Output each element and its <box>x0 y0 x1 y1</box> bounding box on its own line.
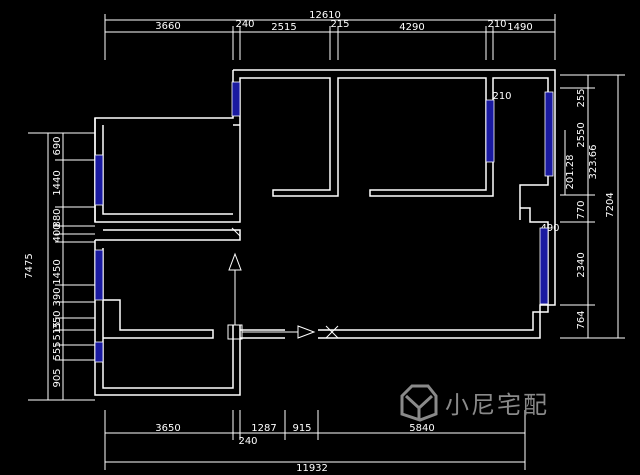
left-dim-segment: 880 <box>52 208 63 227</box>
top-dim-segment: 3660 <box>155 21 180 32</box>
left-dim-segment: 1440 <box>52 170 63 195</box>
left-dim-segment: 905 <box>52 368 63 387</box>
bottom-dimension-chain <box>104 410 526 470</box>
interior-dimension: 210 <box>492 91 511 102</box>
top-dimension-chain <box>104 14 556 60</box>
right-dim-segment: 2340 <box>576 252 587 277</box>
left-dim-segment: 555 <box>52 341 63 360</box>
window-right-inner <box>485 99 495 163</box>
right-dim-segment: 255 <box>576 88 587 107</box>
bottom-dim-segment: 915 <box>292 423 311 434</box>
left-dim-segment: 690 <box>52 136 63 155</box>
top-dim-segment: 210 <box>487 19 506 30</box>
window-left-middle <box>94 249 104 301</box>
right-dim-segment: 764 <box>576 310 587 329</box>
left-dim-segment: 1450 <box>52 259 63 284</box>
bottom-dim-segment: 5840 <box>409 423 434 434</box>
window-right-upper <box>544 91 554 177</box>
top-total-dimension: 12610 <box>309 10 341 21</box>
window-left-upper <box>94 154 104 206</box>
top-dim-segment: 240 <box>235 19 254 30</box>
right-total-dimension: 7204 <box>605 192 616 217</box>
right-inner-dimension: 201.28 <box>565 155 576 190</box>
bottom-total-dimension: 11932 <box>296 463 328 474</box>
entrance-arrows <box>227 227 339 340</box>
left-total-dimension: 7475 <box>24 253 35 278</box>
top-dim-segment: 215 <box>330 19 349 30</box>
right-dim-segment: 770 <box>576 200 587 219</box>
bottom-dim-segment: 3650 <box>155 423 180 434</box>
window-right-lower <box>539 227 549 305</box>
left-dim-segment: 515 <box>52 321 63 340</box>
door-swing-mark <box>231 227 241 237</box>
interior-dimension: 490 <box>540 223 559 234</box>
top-dim-segment: 2515 <box>271 22 296 33</box>
left-dim-segment: 390 <box>52 287 63 306</box>
window-top-left <box>231 81 241 117</box>
top-dim-segment: 1490 <box>507 22 532 33</box>
right-dimension-chain <box>560 74 625 339</box>
watermark: 小尼宅配 <box>400 384 549 422</box>
right-dim-segment: 2550 <box>576 122 587 147</box>
bottom-dim-segment: 240 <box>238 436 257 447</box>
left-dim-segment: 350 <box>52 310 63 329</box>
windows <box>94 81 554 363</box>
left-dimension-chain <box>28 132 95 401</box>
right-inner-dimension: 323.66 <box>588 145 599 180</box>
bottom-dim-segment: 1287 <box>251 423 276 434</box>
left-dim-segment: 400 <box>52 223 63 242</box>
watermark-brand-text: 小尼宅配 <box>445 391 549 419</box>
xiaoni-logo-icon <box>400 384 438 422</box>
window-left-lower <box>94 341 104 363</box>
top-dim-segment: 4290 <box>399 22 424 33</box>
